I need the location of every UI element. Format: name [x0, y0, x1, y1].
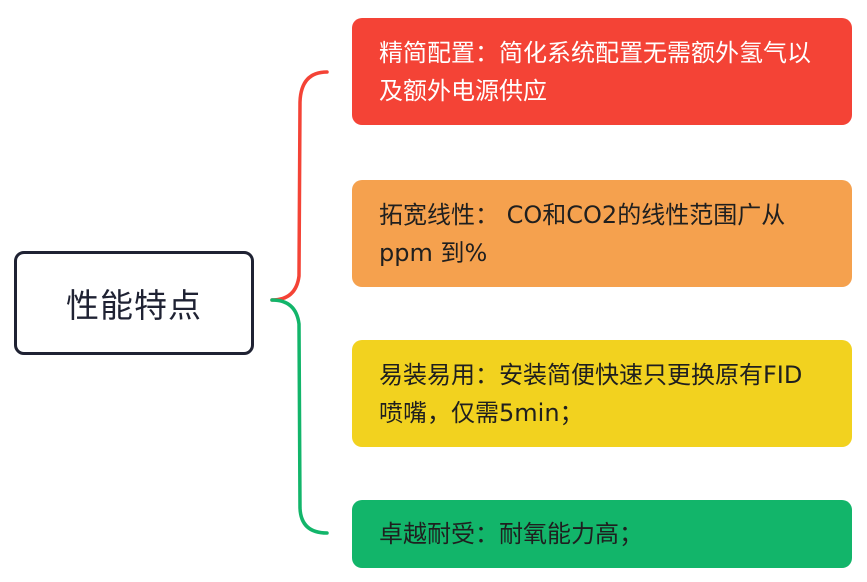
child-node-durability: 卓越耐受：耐氧能力高；	[352, 500, 852, 568]
root-node-label: 性能特点	[66, 286, 202, 325]
root-node: 性能特点	[14, 251, 254, 355]
child-node-text: 拓宽线性： CO和CO2的线性范围广从ppm 到%	[379, 200, 786, 267]
child-node-streamlined-config: 精简配置：简化系统配置无需额外氢气以及额外电源供应	[352, 18, 852, 125]
connector-upper-brace	[270, 70, 329, 302]
child-node-extended-linearity: 拓宽线性： CO和CO2的线性范围广从ppm 到%	[352, 180, 852, 287]
child-node-text: 易装易用：安装简便快速只更换原有FID喷嘴，仅需5min；	[379, 360, 803, 427]
child-node-text: 卓越耐受：耐氧能力高；	[379, 520, 643, 548]
child-node-text: 精简配置：简化系统配置无需额外氢气以及额外电源供应	[379, 38, 811, 105]
child-node-easy-install: 易装易用：安装简便快速只更换原有FID喷嘴，仅需5min；	[352, 340, 852, 447]
connector-lower-brace	[270, 298, 329, 535]
